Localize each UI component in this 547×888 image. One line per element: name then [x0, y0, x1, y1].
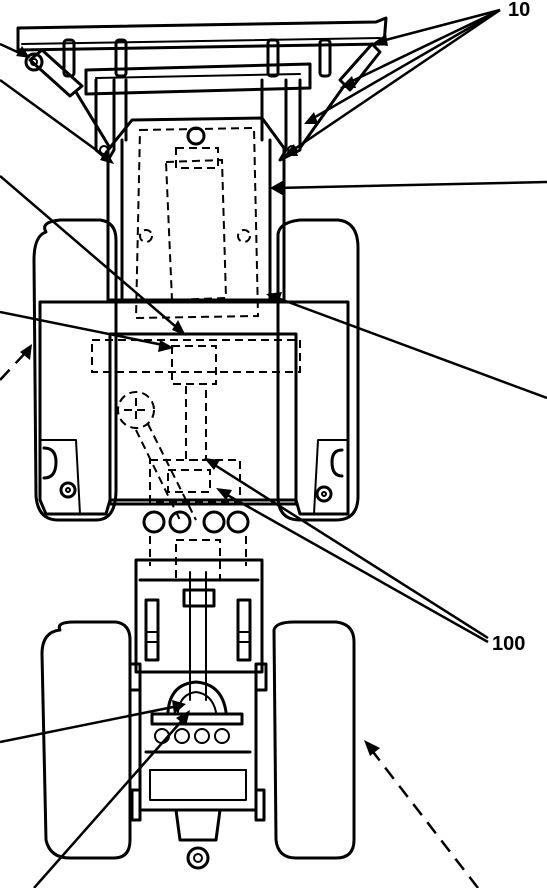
leader-line-left-upper — [0, 78, 114, 164]
lift-arms — [94, 78, 302, 162]
leader-line-left-mid — [0, 175, 186, 336]
leader-line-left-rear — [0, 700, 186, 744]
leader-line-bottom-right-dashed — [364, 740, 479, 888]
leader-line-bottom-left — [33, 710, 190, 888]
right-hydraulic-cylinder — [298, 42, 382, 150]
rear-frame — [134, 558, 264, 701]
callout-10-label: 10 — [508, 0, 530, 21]
leader-line-right-middle — [266, 292, 547, 400]
front-frame — [106, 116, 286, 302]
callout-100-label: 100 — [492, 633, 525, 655]
main-body — [38, 300, 350, 516]
leader-line-right-upper — [270, 180, 547, 196]
engine-hidden-lines — [134, 126, 260, 320]
rear-engine-block — [128, 662, 268, 822]
leader-line-left-dashed — [0, 344, 32, 381]
cab-hidden-lines — [91, 339, 301, 521]
leader-line-top-left — [0, 42, 30, 58]
front-right-tire — [276, 218, 360, 522]
articulation-joint — [142, 510, 250, 581]
rear-hitch — [174, 808, 222, 870]
rear-left-tire — [40, 620, 132, 860]
callout-100-leaders — [204, 458, 489, 644]
front-left-tire — [32, 218, 118, 522]
leader-line-left-body — [0, 310, 174, 352]
callout-10-leaders — [284, 8, 501, 156]
front-attachment — [16, 16, 388, 96]
rear-right-tire — [272, 620, 356, 860]
left-hydraulic-cylinder — [24, 48, 112, 150]
